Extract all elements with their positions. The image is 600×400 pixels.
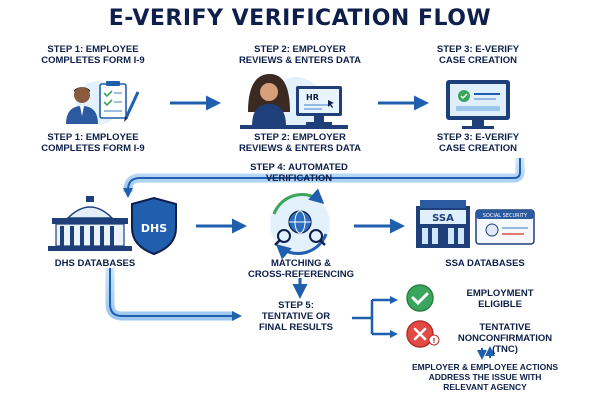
ss-card-text: SOCIAL SECURITY bbox=[483, 213, 528, 219]
matching-label: MATCHING &CROSS-REFERENCING bbox=[247, 258, 355, 280]
employee-form-illustration bbox=[66, 81, 140, 125]
up-down-arrows-icon bbox=[477, 346, 495, 360]
diagram-title: E-VERIFY VERIFICATION FLOW bbox=[108, 6, 492, 31]
hr-sign-text: HR bbox=[306, 93, 319, 102]
ssa-building-illustration: SSA SOCIAL SECURITY bbox=[416, 200, 535, 248]
svg-text:!: ! bbox=[432, 337, 435, 345]
employer-computer-illustration: HR bbox=[240, 74, 348, 129]
ssa-badge-text: SSA bbox=[432, 213, 454, 224]
case-creation-monitor-illustration bbox=[446, 80, 510, 129]
matching-globe-illustration bbox=[270, 188, 330, 260]
bracket-to-results bbox=[352, 298, 392, 336]
pipe-dhs-to-step5 bbox=[105, 268, 234, 321]
dhs-badge-text: DHS bbox=[141, 222, 167, 235]
x-warning-icon: ! bbox=[406, 320, 440, 348]
dhs-databases-label: DHS DATABASES bbox=[54, 258, 136, 269]
ssa-databases-label: SSA DATABASES bbox=[445, 258, 525, 269]
dhs-building-illustration: DHS bbox=[48, 196, 177, 256]
check-icon bbox=[406, 284, 434, 312]
